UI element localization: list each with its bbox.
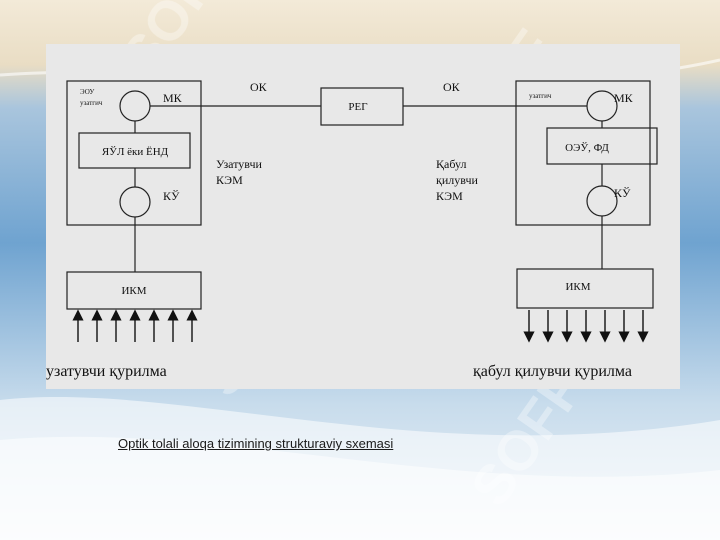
detector-label: ОЭЎ, ФД: [565, 142, 609, 154]
ok-left-label: ОК: [250, 80, 268, 94]
ok-right-label: ОК: [443, 80, 461, 94]
rx-kem-label: Қабул: [436, 157, 466, 171]
tx-kem-label: КЭМ: [216, 173, 243, 187]
left-mk-circle: [119, 90, 151, 122]
transmitter-box: [66, 80, 202, 226]
right-mk-circle: [586, 90, 618, 122]
right-ikm-box: [516, 268, 654, 309]
left-small-label: узатгич: [80, 99, 103, 107]
regenerator-label: РЕГ: [348, 101, 367, 113]
output-arrows: [523, 310, 649, 343]
right-ku-circle: [586, 185, 618, 217]
left-mk-label: МК: [163, 91, 183, 105]
modulator-label: ЯЎЛ ёки ЁНД: [102, 146, 169, 158]
block-diagram: ЭОУ узатгич МК ЯЎЛ ёки ЁНД КЎ ИКМ узатув…: [46, 80, 658, 380]
right-small-label: узатгич: [529, 92, 552, 100]
diagram-panel: [46, 44, 680, 389]
left-small-label: ЭОУ: [80, 88, 94, 96]
receiver-box: [515, 80, 651, 226]
left-ku-circle: [119, 186, 151, 218]
left-ku-label: КЎ: [163, 189, 180, 203]
right-mk-label: МК: [614, 91, 634, 105]
left-ikm-label: ИКМ: [121, 285, 146, 297]
slide-caption: Optik tolali aloqa tizimining strukturav…: [118, 436, 394, 451]
right-ikm-label: ИКМ: [565, 281, 590, 293]
rx-kem-label: қилувчи: [436, 173, 478, 187]
input-arrows: [72, 309, 198, 342]
tx-kem-label: Узатувчи: [216, 157, 263, 171]
left-ikm-box: [66, 271, 202, 310]
right-ku-label: КЎ: [614, 186, 631, 200]
transmitter-caption: узатувчи қурилма: [46, 363, 167, 380]
receiver-caption: қабул қилувчи қурилма: [473, 363, 632, 380]
rx-kem-label: КЭМ: [436, 189, 463, 203]
